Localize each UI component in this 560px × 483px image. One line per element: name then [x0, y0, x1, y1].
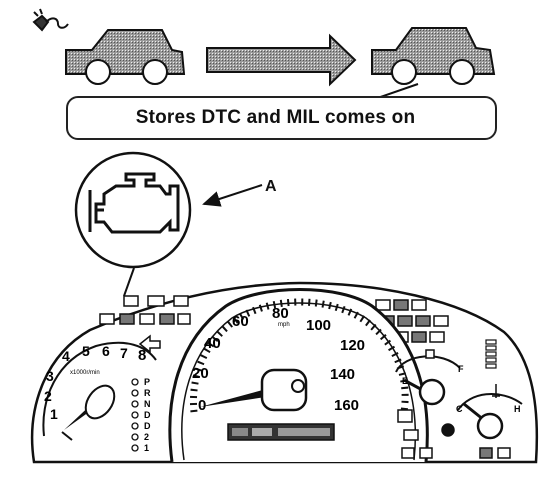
gear-p: P — [144, 377, 150, 387]
tach-label-8: 8 — [138, 347, 146, 364]
engine-check-icon — [88, 172, 180, 234]
callout-label-a: A — [265, 178, 277, 195]
tach-label-6: 6 — [102, 343, 110, 359]
tachometer — [42, 341, 157, 441]
indicator-lamps-lower-right — [397, 409, 511, 459]
temp-gauge — [457, 384, 523, 440]
arrow-icon — [206, 33, 357, 87]
temp-hot-label: H — [514, 404, 521, 414]
tach-label-3: 3 — [46, 368, 54, 384]
fuel-empty-label: E — [402, 376, 408, 386]
gear-1: 1 — [144, 443, 149, 453]
speed-label-80: 80 — [272, 305, 289, 322]
tach-label-4: 4 — [62, 348, 70, 364]
fuel-full-label: F — [458, 364, 464, 374]
gear-n: N — [144, 399, 151, 409]
fuel-pump-icon — [425, 349, 435, 359]
gear-indicator — [131, 378, 139, 452]
tach-label-2: 2 — [44, 388, 52, 404]
tach-label-1: 1 — [50, 406, 58, 422]
car-icon — [371, 27, 496, 85]
callout-leader — [123, 267, 135, 297]
speed-label-60: 60 — [232, 313, 249, 330]
mil-callout-circle — [74, 151, 192, 269]
speed-label-140: 140 — [330, 366, 355, 383]
turn-signal-icon — [138, 334, 161, 354]
key-icon — [32, 8, 69, 32]
speed-label-100: 100 — [306, 317, 331, 334]
callout-arrow — [202, 184, 263, 207]
temp-cold-label: C — [456, 404, 463, 414]
indicator-lamps-left — [99, 295, 191, 325]
speed-label-20: 20 — [192, 365, 209, 382]
speed-label-0: 0 — [198, 397, 206, 414]
fuel-level-bar — [485, 339, 497, 369]
gear-d4: D — [144, 410, 151, 420]
tach-label-7: 7 — [120, 345, 128, 361]
caption-box: Stores DTC and MIL comes on — [66, 96, 497, 140]
caption-text: Stores DTC and MIL comes on — [135, 107, 416, 128]
speed-label-120: 120 — [340, 337, 365, 354]
speedometer — [168, 288, 429, 463]
speed-label-160: 160 — [334, 397, 359, 414]
gear-2: 2 — [144, 432, 149, 442]
tach-unit: x1000r/min — [70, 370, 100, 376]
thermometer-icon — [492, 384, 500, 398]
fuel-gauge — [395, 339, 497, 406]
car-icon — [65, 29, 186, 85]
tachometer-needle — [64, 384, 116, 430]
tach-label-5: 5 — [82, 343, 90, 359]
speedometer-needle — [200, 368, 308, 412]
gear-d3: D — [144, 421, 151, 431]
speed-unit: mph — [278, 322, 290, 328]
gear-r: R — [144, 388, 151, 398]
odometer-display — [227, 423, 335, 441]
speed-label-40: 40 — [204, 335, 221, 352]
